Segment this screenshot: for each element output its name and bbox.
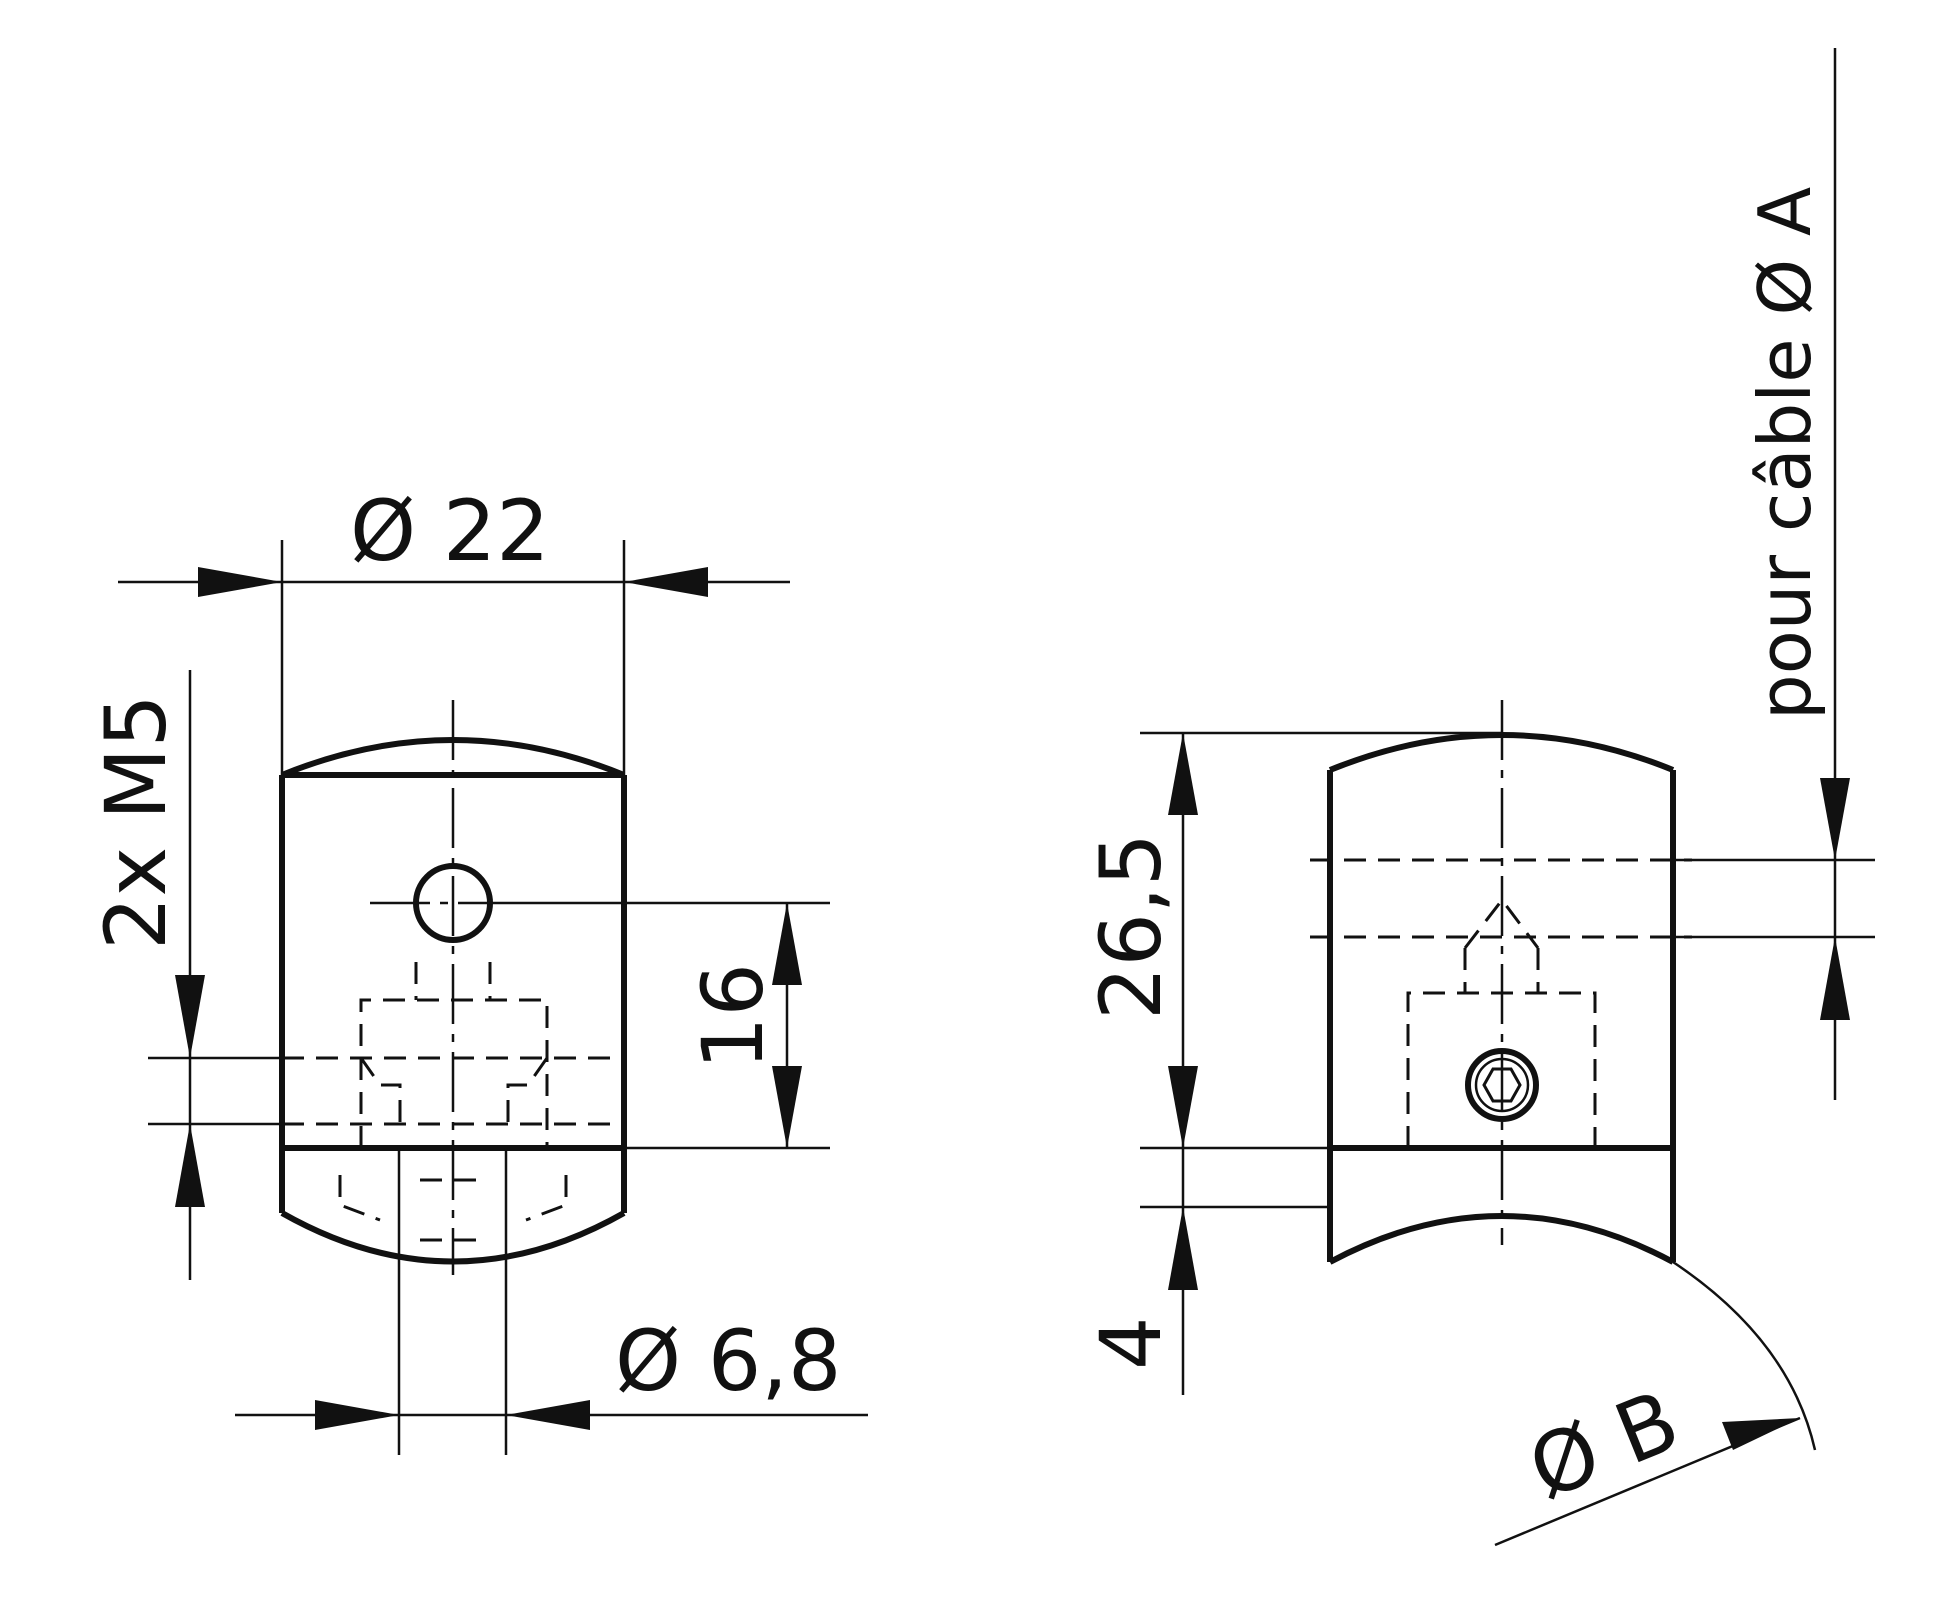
dim-22-arrow-right: [624, 567, 708, 597]
dim-22-arrow-left: [198, 567, 282, 597]
dim-a-arrow-bottom: [1820, 937, 1850, 1020]
set-screw-circle: [1465, 1048, 1539, 1122]
dim-68-arrow-right: [506, 1400, 590, 1430]
left-hidden-cone: [359, 1057, 549, 1124]
dim-m5-arrow-top: [175, 975, 205, 1058]
dim-68-label: Ø 6,8: [615, 1312, 841, 1410]
left-hidden-bore-top: [414, 962, 492, 1000]
left-hidden-bore: [359, 998, 549, 1148]
dim-b-arrow: [1722, 1418, 1800, 1450]
dim-265-arrow-top: [1168, 733, 1198, 815]
dim-22-label: Ø 22: [350, 482, 550, 580]
dim-265-label: 26,5: [1082, 833, 1180, 1020]
dim-m5-label: 2x M5: [87, 694, 185, 950]
dim-4-label: 4: [1082, 1317, 1180, 1370]
dim-16-arrow-top: [772, 903, 802, 985]
left-view: Ø 22 2x M5 16 Ø 6,8: [87, 482, 868, 1455]
left-hidden-thread-lines: [282, 1056, 624, 1126]
dim-16-arrow-bottom: [772, 1066, 802, 1148]
dim-a-label: pour câble Ø A: [1743, 187, 1827, 720]
left-body-outline: [279, 772, 627, 1213]
hex-socket-icon: [1482, 1067, 1522, 1103]
dim-b-label: Ø B: [1516, 1371, 1692, 1518]
right-hidden-clamp-bore: [1406, 897, 1597, 1148]
dim-16-label: 16: [684, 963, 782, 1070]
right-hidden-cable-bore: [1310, 858, 1692, 939]
dim-265-arrow-bottom: [1168, 1066, 1198, 1148]
dim-4-arrow: [1168, 1207, 1198, 1290]
dim-m5-arrow-bottom: [175, 1124, 205, 1207]
set-screw-inner-circle: [1474, 1057, 1530, 1113]
right-view: 26,5 4 Ø B pour câble Ø A: [1082, 48, 1875, 1547]
dim-68-arrow-left: [315, 1400, 399, 1430]
dim-a-arrow-top: [1820, 778, 1850, 860]
right-cable-arc: [1672, 1260, 1817, 1451]
